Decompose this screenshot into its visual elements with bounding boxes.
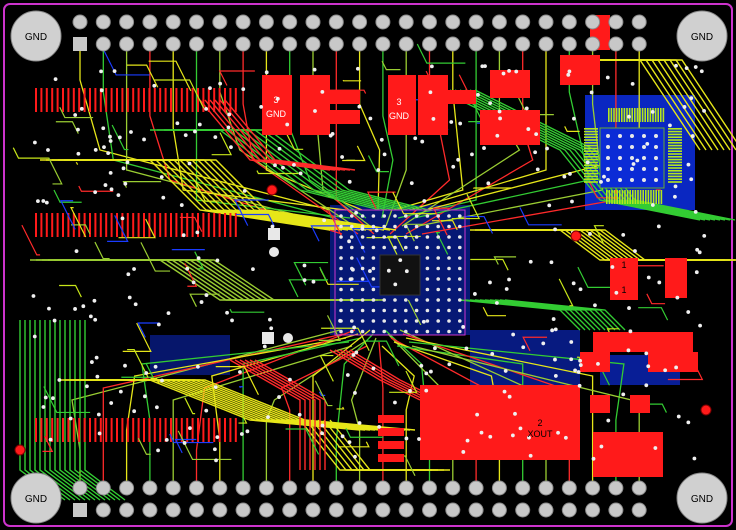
gnd-label: GND xyxy=(691,494,713,505)
square-pads xyxy=(262,228,293,344)
gnd-label: GND xyxy=(691,32,713,43)
marker-1-b: 1 xyxy=(621,285,626,295)
marker-1-a: 1 xyxy=(621,260,626,270)
mounting-hole-bottom-left[interactable]: GND xyxy=(10,472,62,524)
gnd-label: GND xyxy=(25,494,47,505)
signal-traces xyxy=(12,43,736,501)
pad-label-3-left: 3 xyxy=(273,95,278,105)
gnd-label: GND xyxy=(25,32,47,43)
pad-label-gnd-mid: GND xyxy=(389,111,410,121)
top-copper-layer xyxy=(262,15,698,477)
pad-label-gnd-left: GND xyxy=(266,109,287,119)
mounting-hole-top-left[interactable]: GND xyxy=(10,10,62,62)
board-outline xyxy=(3,3,733,527)
copper-pour-xout xyxy=(420,385,580,460)
header-pins xyxy=(72,14,647,518)
smd-pin-rows xyxy=(584,108,682,204)
pad-label-3-mid: 3 xyxy=(396,97,401,107)
xout-number: 2 xyxy=(537,418,542,428)
mounting-hole-top-right[interactable]: GND xyxy=(676,10,728,62)
qfp-chip-icon[interactable] xyxy=(599,127,665,189)
mounting-hole-bottom-right[interactable]: GND xyxy=(676,472,728,524)
test-points xyxy=(14,184,712,456)
xout-label: XOUT xyxy=(527,429,553,439)
vias xyxy=(31,63,707,463)
pad-block-mid[interactable] xyxy=(388,75,416,135)
